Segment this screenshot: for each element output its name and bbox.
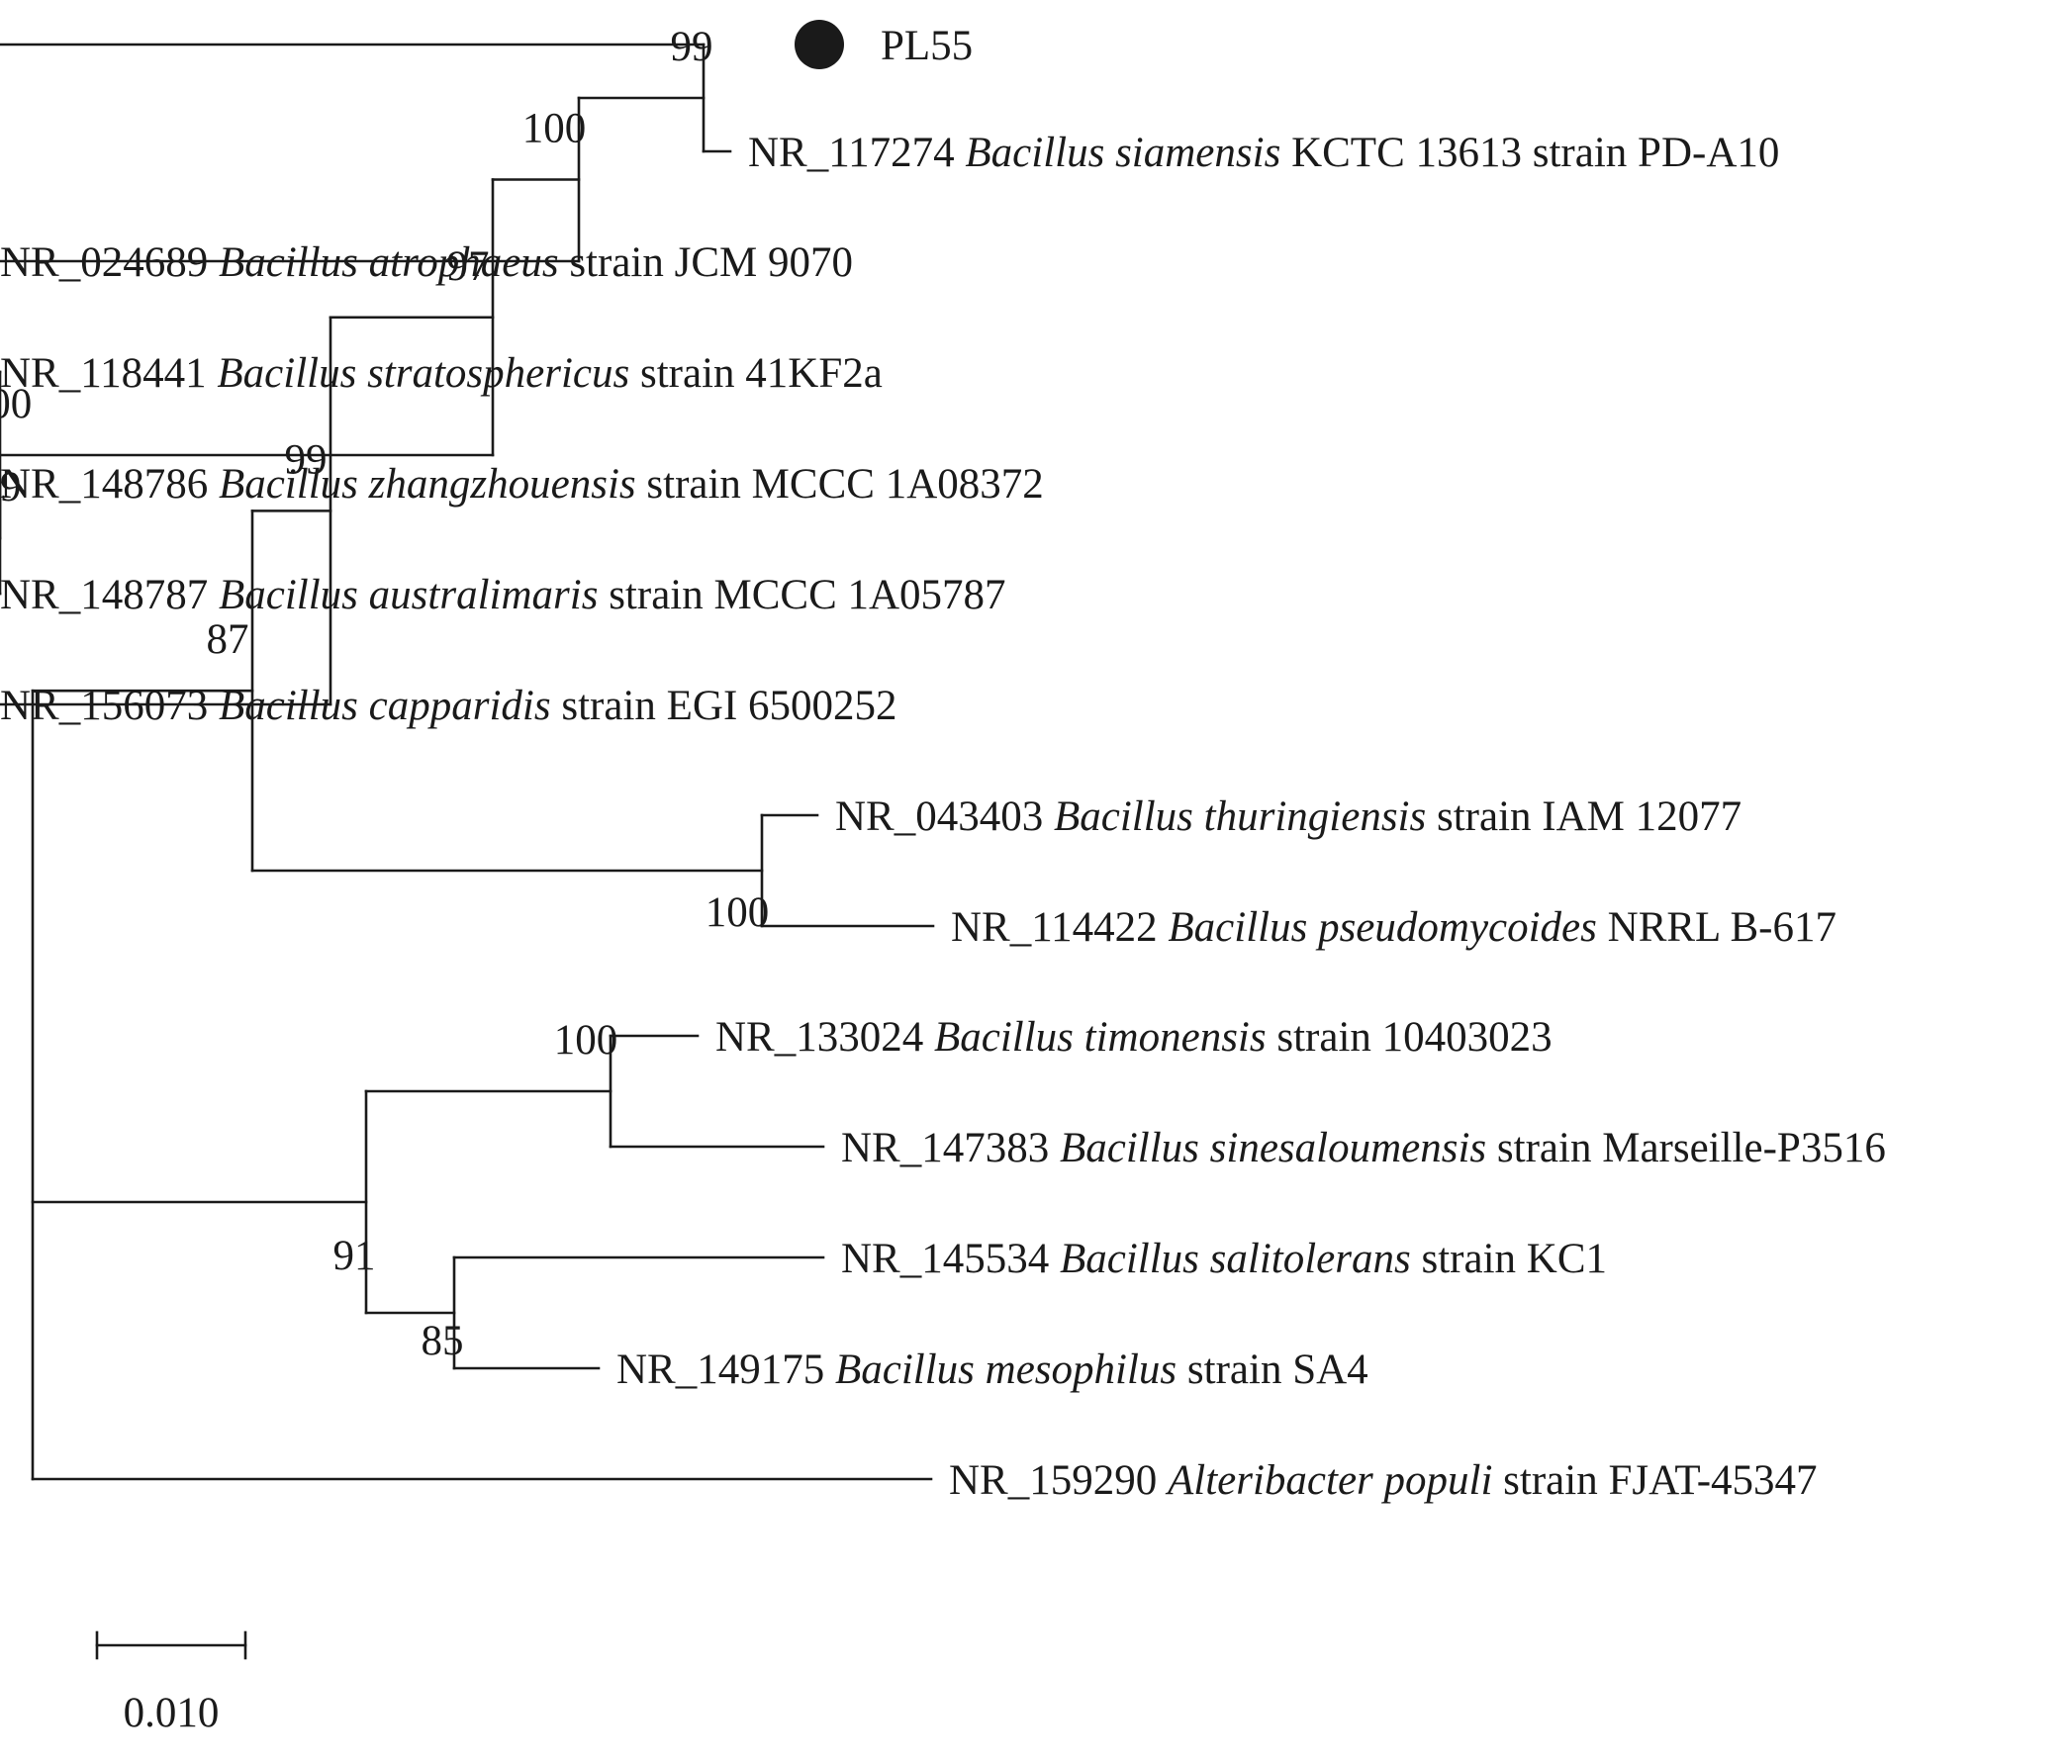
- taxon-text: strain EGI 6500252: [551, 683, 897, 729]
- taxon-label: NR_118441 Bacillus stratosphericus strai…: [0, 350, 883, 397]
- taxon-text: PL55: [881, 23, 973, 69]
- taxon-label: PL55: [881, 23, 973, 69]
- taxon-label: NR_156073 Bacillus capparidis strain EGI…: [0, 683, 897, 729]
- taxon-text: NR_147383: [841, 1125, 1060, 1171]
- taxon-text: NR_159290: [949, 1457, 1168, 1504]
- taxon-label: NR_148787 Bacillus australimaris strain …: [0, 572, 1006, 618]
- species-name: Bacillus stratosphericus: [217, 350, 629, 397]
- scale-bar: 0.010: [95, 1630, 247, 1736]
- taxon-text: NR_133024: [715, 1014, 934, 1061]
- species-name: Bacillus timonensis: [934, 1014, 1267, 1061]
- taxon-text: strain MCCC 1A05787: [598, 572, 1005, 618]
- tree-branches: [0, 43, 935, 1481]
- taxon-text: NR_148786: [0, 461, 219, 508]
- species-name: Bacillus pseudomycoides: [1168, 904, 1597, 951]
- taxon-text: KCTC 13613 strain PD-A10: [1280, 130, 1779, 176]
- taxon-text: NR_148787: [0, 572, 219, 618]
- taxon-text: NR_145534: [841, 1236, 1060, 1282]
- taxon-text: strain KC1: [1411, 1236, 1607, 1282]
- species-name: Bacillus siamensis: [965, 130, 1280, 176]
- taxon-text: strain FJAT-45347: [1492, 1457, 1817, 1504]
- bootstrap-value: 99: [0, 464, 22, 511]
- taxon-text: NR_024689: [0, 239, 219, 286]
- bootstrap-value: 85: [422, 1318, 464, 1364]
- taxon-label: NR_159290 Alteribacter populi strain FJA…: [949, 1457, 1818, 1504]
- species-name: Bacillus mesophilus: [835, 1346, 1177, 1393]
- species-name: Bacillus zhangzhouensis: [219, 461, 636, 508]
- sample-marker-icon: [795, 20, 844, 69]
- taxon-label: NR_133024 Bacillus timonensis strain 104…: [715, 1014, 1553, 1061]
- bootstrap-value: 97: [447, 243, 490, 290]
- taxon-text: NRRL B-617: [1597, 904, 1837, 951]
- species-name: Alteribacter populi: [1165, 1457, 1492, 1504]
- bootstrap-value: 100: [0, 381, 32, 427]
- taxon-label: NR_117274 Bacillus siamensis KCTC 13613 …: [748, 130, 1779, 176]
- taxon-text: NR_114422: [951, 904, 1168, 951]
- taxon-text: strain JCM 9070: [559, 239, 853, 286]
- taxon-text: strain MCCC 1A08372: [636, 461, 1044, 508]
- taxon-text: NR_149175: [616, 1346, 835, 1393]
- species-name: Bacillus atrophaeus: [219, 239, 559, 286]
- taxon-text: NR_117274: [748, 130, 965, 176]
- taxon-text: strain IAM 12077: [1426, 793, 1742, 840]
- bootstrap-value: 87: [207, 616, 249, 663]
- taxon-text: NR_043403: [835, 793, 1054, 840]
- bootstrap-value: 91: [333, 1233, 376, 1279]
- taxon-text: strain Marseille-P3516: [1486, 1125, 1886, 1171]
- taxon-label: NR_147383 Bacillus sinesaloumensis strai…: [841, 1125, 1886, 1171]
- scale-bar-label: 0.010: [124, 1690, 220, 1736]
- bootstrap-value: 100: [522, 106, 587, 152]
- taxon-label: NR_145534 Bacillus salitolerans strain K…: [841, 1236, 1607, 1282]
- bootstrap-value: 99: [671, 24, 713, 70]
- taxon-text: strain SA4: [1177, 1346, 1368, 1393]
- taxon-text: strain 41KF2a: [629, 350, 883, 397]
- bootstrap-value: 100: [554, 1017, 618, 1064]
- taxon-label: NR_043403 Bacillus thuringiensis strain …: [835, 793, 1742, 840]
- species-name: Bacillus capparidis: [219, 683, 551, 729]
- species-name: Bacillus thuringiensis: [1054, 793, 1426, 840]
- species-name: Bacillus sinesaloumensis: [1060, 1125, 1486, 1171]
- taxon-label: NR_149175 Bacillus mesophilus strain SA4: [616, 1346, 1368, 1393]
- species-name: Bacillus australimaris: [219, 572, 598, 618]
- taxon-label: NR_114422 Bacillus pseudomycoides NRRL B…: [951, 904, 1837, 951]
- taxon-label: NR_148786 Bacillus zhangzhouensis strain…: [0, 461, 1044, 508]
- taxon-text: NR_118441: [0, 350, 217, 397]
- taxon-text: NR_156073: [0, 683, 219, 729]
- species-name: Bacillus salitolerans: [1060, 1236, 1411, 1282]
- taxon-text: strain 10403023: [1267, 1014, 1553, 1061]
- bootstrap-value: 100: [706, 889, 770, 936]
- bootstrap-value: 99: [285, 436, 328, 483]
- taxon-label: NR_024689 Bacillus atrophaeus strain JCM…: [0, 239, 853, 286]
